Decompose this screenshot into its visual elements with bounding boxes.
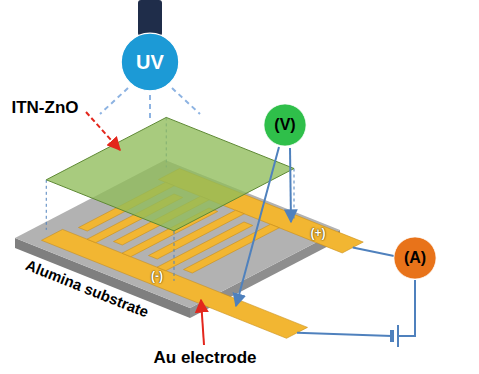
pointer-arrow bbox=[201, 300, 204, 345]
electrode-label: Au electrode bbox=[154, 349, 257, 368]
uv-ray bbox=[100, 88, 128, 114]
voltmeter-wire bbox=[236, 147, 279, 306]
voltmeter-circle: (V) bbox=[263, 103, 307, 147]
uv-lamp: UV bbox=[120, 32, 180, 92]
polarity-label: (+) bbox=[311, 227, 326, 240]
node-label: (V) bbox=[274, 116, 295, 134]
polarity-label: (-) bbox=[151, 270, 163, 283]
itn-zno-film bbox=[46, 117, 294, 230]
battery-symbol bbox=[397, 325, 399, 347]
circuit-wire bbox=[297, 333, 392, 336]
material-label: ITN-ZnO bbox=[11, 99, 78, 118]
circuit-wire bbox=[399, 280, 415, 336]
voltmeter-wire bbox=[290, 148, 291, 222]
pointer-arrow bbox=[86, 112, 120, 150]
alignment-line bbox=[46, 180, 47, 230]
circle-shape bbox=[264, 104, 306, 146]
alignment-line bbox=[174, 231, 175, 281]
lamp-cap bbox=[138, 0, 162, 36]
uv-ray bbox=[149, 95, 151, 118]
uv-ray bbox=[172, 88, 200, 114]
node-label: (A) bbox=[404, 249, 426, 267]
circuit-wire bbox=[353, 248, 394, 256]
circle-shape bbox=[121, 33, 179, 91]
alignment-line bbox=[294, 169, 295, 219]
node-label: UV bbox=[136, 51, 164, 73]
ammeter-circle: (A) bbox=[393, 236, 437, 280]
battery-symbol bbox=[390, 330, 394, 342]
circle-shape bbox=[394, 237, 436, 279]
